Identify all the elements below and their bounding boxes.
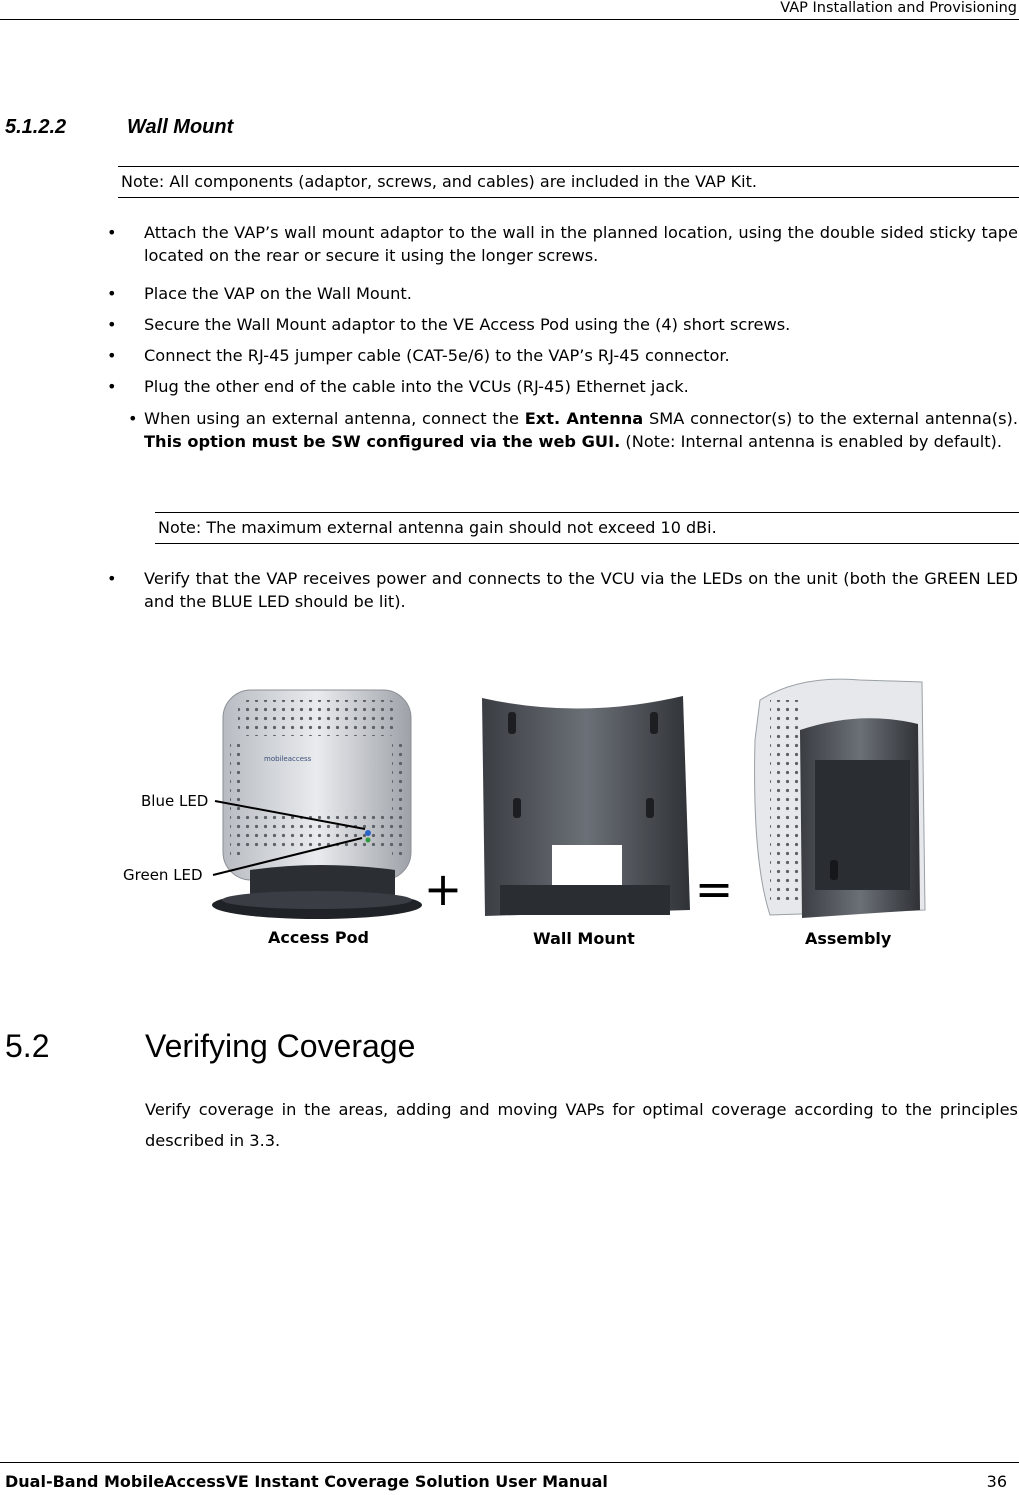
bullet-dot: • bbox=[107, 377, 117, 396]
bullet-dot: • bbox=[107, 315, 117, 334]
section-number: 5.2 bbox=[5, 1028, 50, 1064]
section-number: 5.1.2.2 bbox=[5, 116, 67, 138]
note-text: Note: The maximum external antenna gain … bbox=[158, 518, 717, 537]
assembly-caption: Assembly bbox=[805, 929, 892, 948]
page-header: VAP Installation and Provisioning bbox=[0, 0, 1019, 20]
page-number: 36 bbox=[986, 1472, 1007, 1491]
bullet-text: Secure the Wall Mount adaptor to the VE … bbox=[144, 315, 791, 334]
footer-title: Dual-Band MobileAccessVE Instant Coverag… bbox=[5, 1472, 608, 1491]
verify-coverage-paragraph: Verify coverage in the areas, adding and… bbox=[145, 1100, 1018, 1150]
access-pod-image: mobileaccess bbox=[212, 689, 422, 919]
plus-sign: + bbox=[424, 862, 463, 916]
section-title: Verifying Coverage bbox=[145, 1028, 416, 1064]
note-antenna-gain: Note: The maximum external antenna gain … bbox=[155, 512, 1019, 544]
note-components: Note: All components (adaptor, screws, a… bbox=[118, 166, 1019, 198]
assembly-image bbox=[754, 678, 926, 918]
blue-led-indicator bbox=[365, 830, 371, 836]
bullet-text: Attach the VAP’s wall mount adaptor to t… bbox=[144, 223, 1018, 265]
bullet-text: Plug the other end of the cable into the… bbox=[144, 377, 689, 396]
wall-mount-caption: Wall Mount bbox=[533, 929, 635, 948]
green-led-pointer bbox=[212, 837, 363, 876]
bullet-text: Connect the RJ-45 jumper cable (CAT-5e/6… bbox=[144, 346, 730, 365]
equals-sign: = bbox=[695, 862, 734, 916]
page-footer: Dual-Band MobileAccessVE Instant Coverag… bbox=[0, 1462, 1019, 1495]
section-title: Wall Mount bbox=[127, 116, 234, 138]
note-text: Note: All components (adaptor, screws, a… bbox=[121, 172, 757, 191]
green-led-label: Green LED bbox=[123, 866, 203, 884]
blue-led-pointer bbox=[214, 800, 366, 830]
blue-led-label: Blue LED bbox=[141, 792, 209, 810]
bullet-text: Place the VAP on the Wall Mount. bbox=[144, 284, 412, 303]
bullet-text: Verify that the VAP receives power and c… bbox=[144, 569, 1018, 611]
header-title: VAP Installation and Provisioning bbox=[780, 0, 1017, 16]
bullet-dot: • bbox=[107, 284, 117, 303]
green-led-indicator bbox=[365, 837, 371, 843]
wall-mount-figure: mobileaccess + = bbox=[212, 678, 926, 919]
brand-logo: mobileaccess bbox=[264, 755, 312, 763]
section-heading-5-2: 5.2 Verifying Coverage bbox=[5, 1028, 415, 1065]
bullet-dot: • bbox=[107, 569, 117, 588]
bullet-dot: • bbox=[107, 223, 117, 242]
bullet-text: When using an external antenna, connect … bbox=[144, 409, 1018, 451]
access-pod-caption: Access Pod bbox=[268, 928, 369, 947]
wall-mount-image bbox=[482, 696, 690, 916]
bullet-dot: • bbox=[107, 346, 117, 365]
bullet-dot: • bbox=[128, 409, 138, 428]
section-heading-5-1-2-2: 5.1.2.2 Wall Mount bbox=[5, 116, 233, 139]
